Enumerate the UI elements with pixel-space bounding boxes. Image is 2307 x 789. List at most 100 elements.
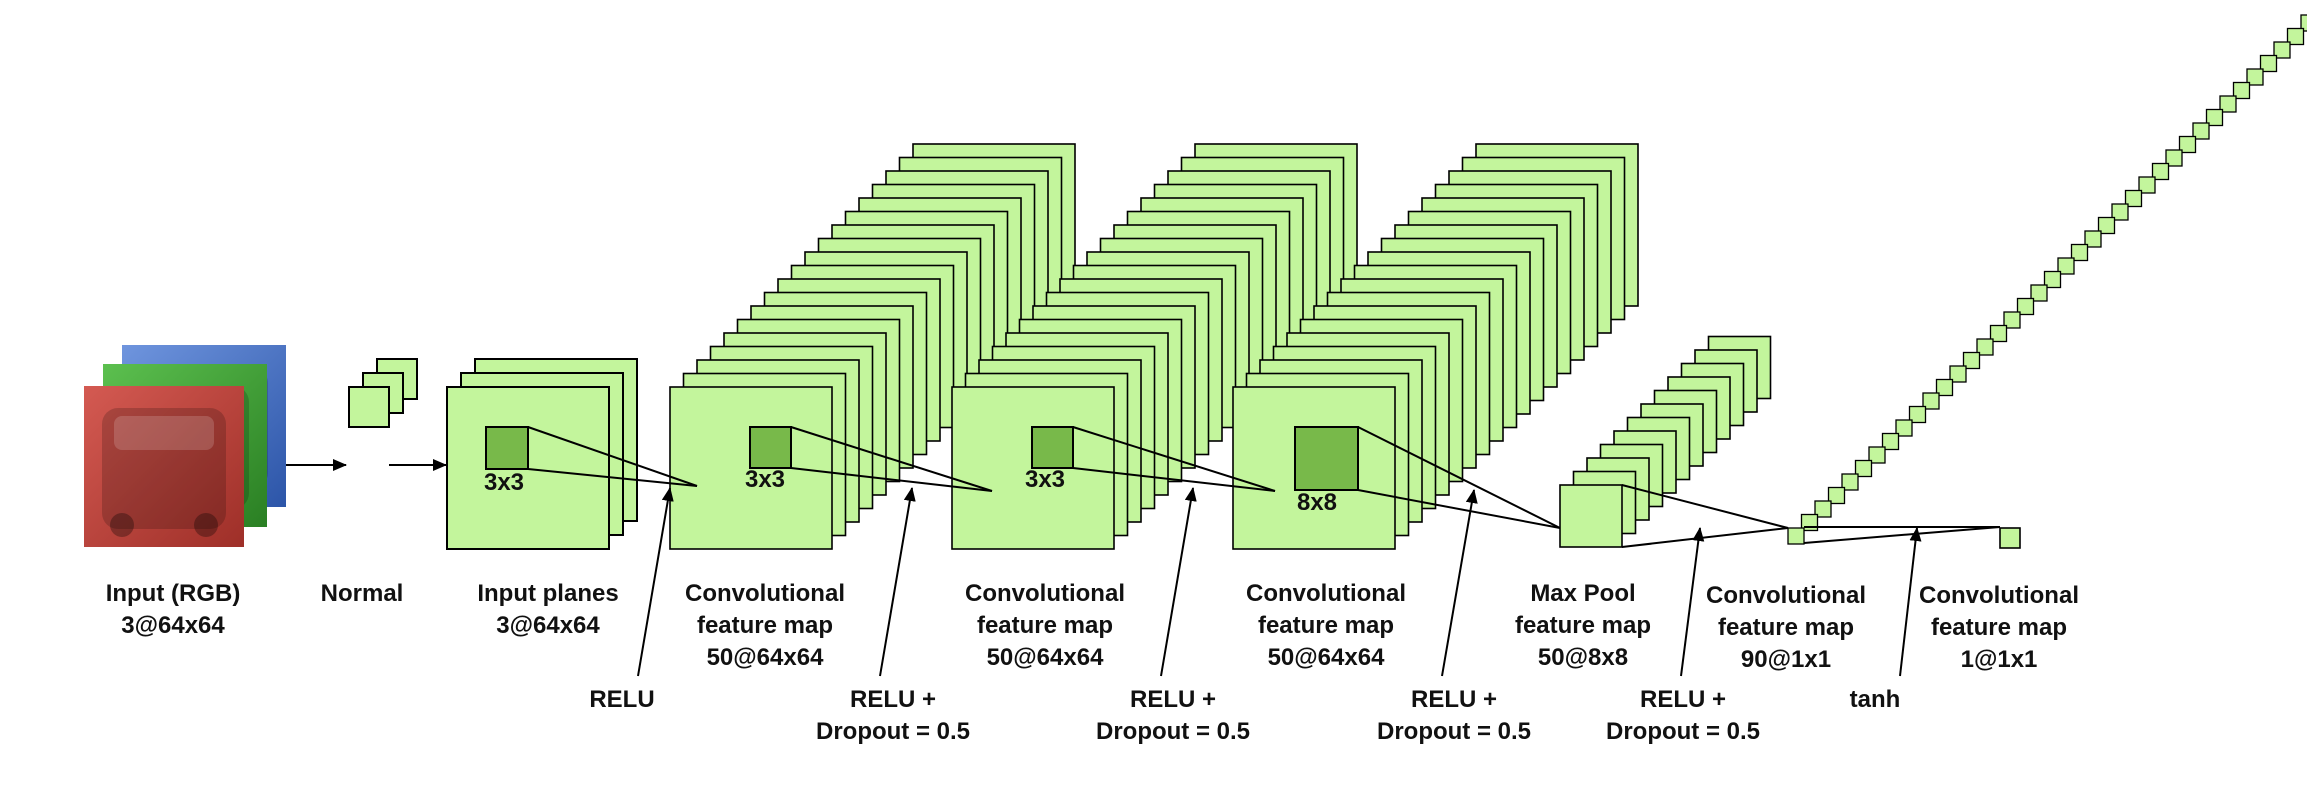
kernel-windows bbox=[485, 426, 1359, 491]
conv4-stack-plane bbox=[1935, 378, 1954, 397]
conv4-stack-plane bbox=[2286, 27, 2305, 46]
kernel-label-1: 3x3 bbox=[483, 469, 525, 496]
field-line bbox=[1357, 489, 1561, 529]
conv4-stack-plane bbox=[2178, 135, 2197, 154]
conv4-stack-plane bbox=[1854, 459, 1873, 478]
conv4-stack-plane bbox=[2003, 311, 2021, 329]
conv4-stack-plane bbox=[2070, 243, 2089, 262]
arrow bbox=[1441, 489, 1478, 677]
conv4-stack-plane bbox=[2111, 203, 2129, 221]
field-line bbox=[1072, 467, 1276, 492]
conv4-stack-plane bbox=[1814, 500, 1832, 518]
field-line bbox=[1621, 527, 1789, 548]
conv4-stack-plane bbox=[2273, 41, 2291, 59]
arrow bbox=[879, 487, 916, 677]
normal-stack bbox=[348, 358, 418, 428]
label-activation-relu-dropout-3: RELU +Dropout = 0.5 bbox=[1376, 686, 1532, 745]
feature-map-stacks bbox=[348, 14, 2307, 550]
kernel-4 bbox=[1294, 426, 1359, 491]
maxpool-stack-plane bbox=[1559, 484, 1623, 548]
conv4-stack-plane bbox=[1827, 486, 1846, 505]
conv4-stack-plane bbox=[1895, 419, 1913, 437]
kernel-3 bbox=[1031, 426, 1074, 469]
conv4-stack-plane bbox=[2151, 162, 2170, 181]
conv4-stack-plane bbox=[1908, 405, 1927, 424]
conv4-stack-plane bbox=[2030, 284, 2048, 302]
kernel-2 bbox=[749, 426, 792, 469]
arrow bbox=[1899, 527, 1922, 677]
conv4-stack-plane bbox=[2124, 189, 2143, 208]
field-line bbox=[1621, 484, 1789, 529]
conv4-stack-plane bbox=[1841, 473, 1859, 491]
conv5-square-plane bbox=[1999, 527, 2021, 549]
conv4-stack-plane bbox=[2246, 68, 2264, 86]
arrow bbox=[1680, 527, 1705, 677]
label-activation-relu-dropout-4: RELU +Dropout = 0.5 bbox=[1605, 686, 1761, 745]
kernel-label-2: 3x3 bbox=[744, 466, 786, 493]
conv4-stack-plane bbox=[1868, 446, 1886, 464]
label-activation-relu-dropout-2: RELU +Dropout = 0.5 bbox=[1095, 686, 1251, 745]
field-line bbox=[790, 426, 993, 492]
conv5-square bbox=[1999, 527, 2021, 549]
field-line bbox=[1803, 526, 2001, 544]
conv4-stack-plane bbox=[1989, 324, 2008, 343]
label-activation-relu: RELU bbox=[589, 686, 655, 713]
field-line bbox=[1357, 426, 1561, 529]
field-line bbox=[1072, 426, 1276, 492]
conv4-stack-plane bbox=[2259, 54, 2278, 73]
conv4-stack-plane bbox=[1976, 338, 1994, 356]
field-line bbox=[527, 426, 698, 487]
conv4-stack-plane bbox=[2205, 108, 2224, 127]
label-input-rgb: Input (RGB)3@64x64 bbox=[105, 580, 241, 639]
conv4-stack-plane bbox=[1922, 392, 1940, 410]
arrows bbox=[286, 459, 1922, 677]
input-red-channel bbox=[84, 386, 244, 547]
input-red-channel-car-window bbox=[114, 416, 214, 450]
kernel-label-3: 3x3 bbox=[1024, 466, 1066, 493]
conv2-stack bbox=[951, 143, 1358, 550]
conv4-stack-plane bbox=[2057, 257, 2075, 275]
label-activation-tanh: tanh bbox=[1849, 686, 1901, 713]
conv4-stack-plane bbox=[1949, 365, 1967, 383]
conv4-stack-plane bbox=[1962, 351, 1981, 370]
conv4-stack-plane bbox=[2043, 270, 2062, 289]
conv4-stack-plane bbox=[2232, 81, 2251, 100]
input-red-channel-car-wheel bbox=[194, 513, 218, 537]
conv4-stack-plane bbox=[1787, 527, 1805, 545]
receptive-field-lines bbox=[527, 426, 2001, 548]
conv4-stack-plane bbox=[2097, 216, 2116, 235]
label-normal: Normal bbox=[320, 580, 404, 607]
conv4-stack bbox=[1787, 14, 2307, 545]
kernel-1 bbox=[485, 426, 529, 470]
input-red-channel-car-body bbox=[102, 408, 226, 529]
input-red-channel-background bbox=[84, 386, 244, 547]
conv4-stack-plane bbox=[2192, 122, 2210, 140]
conv4-stack-plane bbox=[2138, 176, 2156, 194]
field-line bbox=[527, 468, 698, 487]
conv4-stack-plane bbox=[2165, 149, 2183, 167]
field-line bbox=[790, 467, 993, 492]
conv4-stack-plane bbox=[2084, 230, 2102, 248]
conv4-stack-plane bbox=[2016, 297, 2035, 316]
conv4-stack-plane bbox=[2219, 95, 2237, 113]
arrow bbox=[1160, 487, 1197, 677]
conv4-stack-plane bbox=[2300, 14, 2307, 32]
maxpool-stack bbox=[1559, 335, 1772, 548]
input-rgb-image bbox=[84, 345, 286, 547]
normal-stack-plane bbox=[348, 386, 390, 428]
label-activation-relu-dropout-1: RELU +Dropout = 0.5 bbox=[815, 686, 971, 745]
input-red-channel-car-wheel bbox=[110, 513, 134, 537]
arrow bbox=[637, 487, 674, 677]
conv4-stack-plane bbox=[1881, 432, 1900, 451]
kernel-label-4: 8x8 bbox=[1296, 489, 1338, 516]
input-planes-stack bbox=[446, 358, 638, 550]
